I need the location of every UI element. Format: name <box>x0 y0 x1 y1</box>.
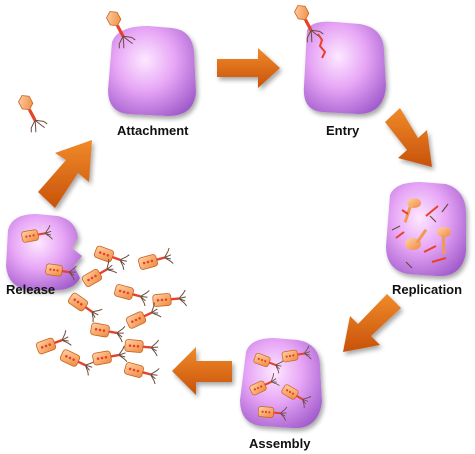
injected-dna <box>317 33 327 59</box>
phage-icon <box>123 336 160 357</box>
stage-label-release: Release <box>6 282 56 297</box>
entry-cell <box>289 0 386 114</box>
assembly-cell <box>240 338 322 429</box>
phage-icon <box>79 258 118 290</box>
phage-icon <box>91 345 128 368</box>
phage-icon <box>65 289 103 323</box>
phage-icon <box>57 346 96 376</box>
arrow-release-to-attachment <box>38 140 92 208</box>
arrow-replication-to-assembly <box>343 294 401 352</box>
phage-icon <box>89 320 126 343</box>
attachment-cell <box>101 6 196 116</box>
phage-icon <box>112 281 150 307</box>
release-cell <box>6 214 82 290</box>
phage-parts <box>391 198 451 269</box>
stage-label-assembly: Assembly <box>249 436 311 451</box>
stage-label-replication: Replication <box>392 282 463 297</box>
phage-icon <box>13 90 49 135</box>
arrow-assembly-to-release <box>172 347 232 395</box>
arrow-entry-to-replication <box>385 108 432 167</box>
phage-icon <box>151 289 188 310</box>
phage-icon <box>122 359 160 385</box>
stage-label-attachment: Attachment <box>117 123 189 138</box>
stage-label-entry: Entry <box>326 123 360 138</box>
arrow-attachment-to-entry <box>217 48 280 88</box>
phage-icon <box>136 247 174 273</box>
replication-cell <box>386 182 466 277</box>
